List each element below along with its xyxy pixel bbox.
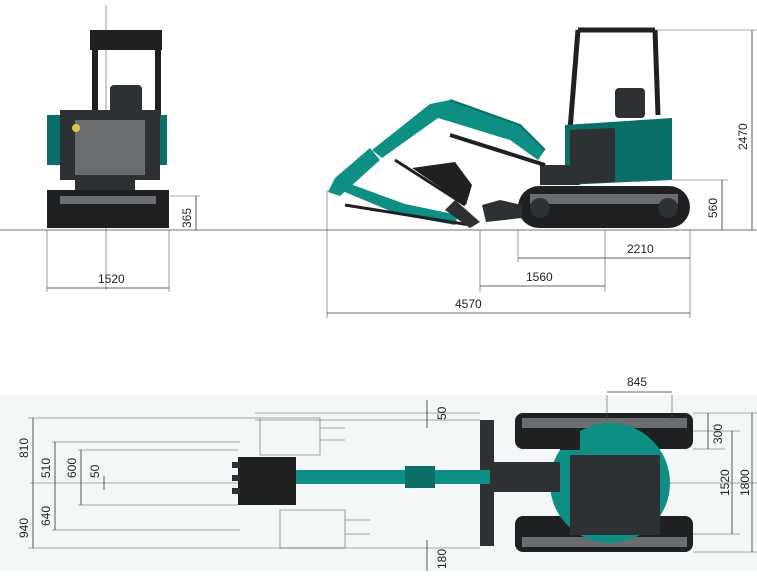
top-offset-top-label: 50	[435, 406, 449, 420]
front-width-label: 1520	[98, 272, 125, 286]
side-tail-length-label: 2210	[627, 242, 654, 256]
top-left-upper-label: 810	[17, 438, 31, 458]
top-turret-length-dimension: 845	[606, 375, 673, 420]
top-offset-bottom-label: 180	[435, 549, 449, 569]
front-clearance-dimension: 365	[170, 195, 200, 230]
top-overall-width-label: 1800	[738, 469, 752, 496]
top-right-dimensions: 300 1520 1800	[693, 412, 757, 553]
side-height-label: 2470	[736, 123, 750, 150]
front-seat	[110, 85, 142, 115]
top-shoe-width-label: 300	[711, 424, 725, 444]
side-seat	[615, 88, 645, 118]
side-upper-body	[540, 118, 672, 185]
side-bucket	[412, 162, 472, 205]
front-undercarriage	[47, 175, 169, 228]
top-track-gauge-label: 1520	[718, 469, 732, 496]
side-clearance-dimension: 560	[672, 179, 728, 230]
side-dozer-blade	[482, 200, 522, 222]
top-inner-upper-label: 510	[39, 458, 53, 478]
side-track-length-label: 1560	[526, 270, 553, 284]
front-clearance-label: 365	[180, 208, 194, 228]
top-turret	[550, 423, 670, 543]
top-bucket-offset-label: 50	[88, 464, 102, 478]
front-width-dimension: 1520	[46, 230, 170, 292]
top-boom	[295, 462, 570, 492]
top-view: 845 50 180 810 940 510	[0, 375, 757, 571]
front-view: 1520 365	[0, 5, 757, 292]
top-offset-top-dimension: 50	[255, 400, 480, 428]
side-bucket-tip	[445, 200, 480, 228]
top-turret-length-label: 845	[627, 375, 647, 389]
side-height-dimension: 2470	[655, 29, 757, 230]
top-left-dimensions: 810 940 510 640 600 50	[17, 417, 280, 549]
top-left-lower-label: 940	[17, 518, 31, 538]
side-clearance-label: 560	[706, 198, 720, 218]
side-view: 2470 560 2210 1560 4570	[326, 27, 757, 318]
side-cylinders	[394, 133, 546, 207]
side-length-dimensions: 2210 1560 4570	[326, 190, 691, 318]
top-offset-bottom-dimension: 180	[280, 540, 480, 571]
side-track	[518, 186, 690, 228]
front-body	[47, 110, 167, 180]
top-inner-lower-label: 640	[39, 506, 53, 526]
side-overall-length-label: 4570	[455, 297, 482, 311]
top-bucket	[232, 457, 296, 505]
side-canopy	[567, 27, 661, 131]
top-bucket-span-label: 600	[65, 458, 79, 478]
side-arm	[328, 148, 471, 227]
front-canopy	[90, 30, 162, 118]
side-boom	[372, 99, 546, 160]
